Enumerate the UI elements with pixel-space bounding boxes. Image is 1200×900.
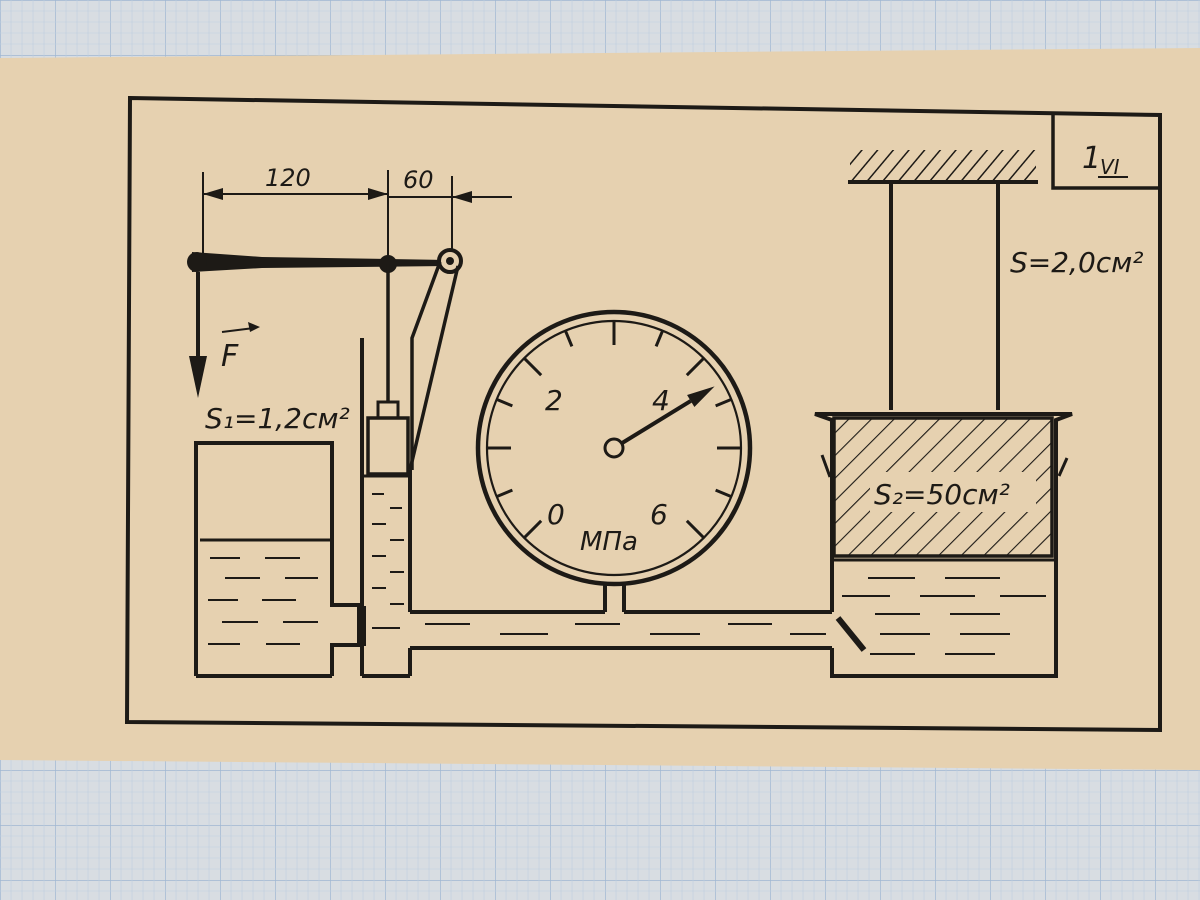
gauge-tick [685,357,705,377]
force-vector-arrow [221,322,260,333]
large-area-label: S₂=50см² [874,478,1010,511]
press-ram [889,184,1000,410]
rod-area-label: S=2,0см² [1010,246,1144,279]
gauge-tick [685,519,705,539]
connecting-pipe [372,584,832,650]
gauge-tick [496,398,513,408]
reservoir-tank [194,441,362,678]
card-id-roman: VI [1100,155,1120,179]
dimension-lever-long: 120 [265,164,311,192]
press-piston [832,416,1054,558]
gauge-needle [612,386,715,450]
gauge-tick [523,519,543,539]
press-cylinder [814,412,1073,678]
card-id-number: 1 [1082,141,1101,176]
dimension-lines [202,170,512,262]
gauge-tick [715,398,732,408]
small-area-label: S₁=1,2см² [205,402,350,435]
force-arrow [189,272,207,398]
gauge-ticks [487,321,741,539]
gauge-tick [715,488,732,498]
gauge-tick-label-4: 4 [652,384,670,417]
fixed-ceiling [848,150,1038,184]
dimension-lever-short: 60 [403,166,434,194]
pressure-gauge: 0 2 4 6 МПа [475,309,753,587]
gauge-tick [654,330,664,347]
gauge-tick [564,330,574,347]
frame-border [124,95,1162,733]
card-id-box: 1 VI [1051,115,1160,190]
pump-cylinder [357,338,412,678]
gauge-tick [496,488,513,498]
gauge-tick [523,357,543,377]
force-label: F [221,339,239,374]
gauge-tick-label-2: 2 [545,384,563,417]
gauge-tick-label-6: 6 [650,498,668,531]
gauge-tick-label-0: 0 [547,498,565,531]
gauge-unit-label: МПа [580,527,638,557]
